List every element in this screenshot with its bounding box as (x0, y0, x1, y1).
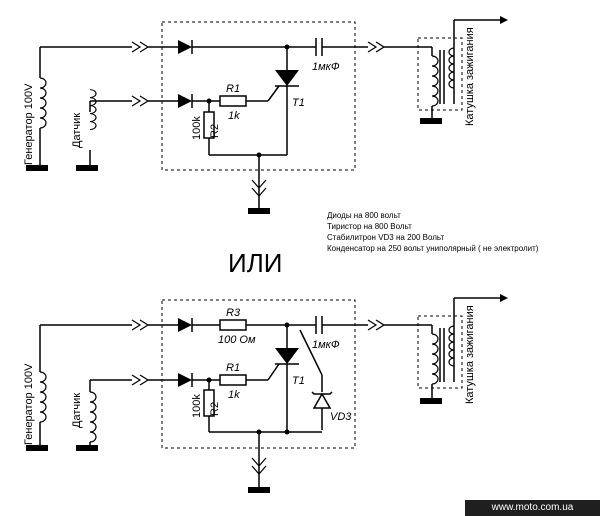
ground (248, 487, 270, 493)
connector-in-1 (131, 319, 150, 331)
r2-name: R2 (209, 124, 221, 138)
capacitor (315, 38, 368, 56)
resistor-r1 (219, 374, 247, 386)
r1-name: R1 (226, 83, 240, 95)
generator-coil (26, 46, 132, 171)
thyristor-label: T1 (292, 375, 305, 387)
generator-coil (26, 324, 132, 451)
r2-value: 100k (191, 116, 203, 140)
r1-value: 1k (228, 389, 240, 401)
connector-in-1 (131, 41, 150, 53)
connector-ground (251, 179, 267, 197)
connector-in-2 (131, 95, 150, 107)
circuit-bottom: Генератор 100V Датчик R3 100 Ом 1мкФ (23, 294, 508, 493)
sensor-label: Датчик (71, 113, 83, 148)
generator-label: Генератор 100V (23, 363, 35, 445)
diode-2 (178, 373, 192, 387)
coil-label: Катушка зажигания (464, 305, 476, 404)
ignition-coil (417, 294, 508, 404)
connector-out (367, 319, 386, 331)
r2-value: 100k (191, 394, 203, 418)
diode-2 (178, 94, 192, 108)
resistor-r3 (219, 319, 247, 331)
r3-name: R3 (226, 307, 241, 319)
module-box (161, 299, 356, 449)
note-capacitor: Конденсатор на 250 вольт униполярный ( н… (327, 244, 539, 253)
zener-label: VD3 (330, 411, 352, 423)
capacitor (315, 316, 368, 334)
sensor-label: Датчик (71, 393, 83, 428)
coil-label: Катушка зажигания (464, 27, 476, 126)
ignition-coil (417, 16, 508, 124)
generator-label: Генератор 100V (23, 83, 35, 165)
separator-or: ИЛИ (228, 248, 282, 278)
note-diodes: Диоды на 800 вольт (327, 211, 401, 220)
thyristor-t1 (267, 47, 299, 155)
component-notes: Диоды на 800 вольт Тиристор на 800 Вольт… (327, 211, 539, 253)
connector-out (367, 41, 386, 53)
capacitor-label: 1мкФ (312, 339, 340, 351)
thyristor-t1 (267, 325, 299, 432)
capacitor-label: 1мкФ (312, 61, 340, 73)
zener-vd3 (299, 329, 333, 430)
note-thyristor: Тиристор на 800 Вольт (327, 222, 412, 231)
r2-name: R2 (209, 402, 221, 416)
sensor-coil (76, 88, 132, 171)
resistor-r1 (219, 95, 247, 107)
diode-1 (178, 318, 192, 332)
module-box (161, 21, 356, 171)
ground (248, 208, 270, 214)
r1-name: R1 (226, 362, 240, 374)
note-zener: Стабилитрон VD3 на 200 Вольт (327, 233, 444, 242)
r3-value: 100 Ом (218, 334, 256, 346)
sensor-coil (76, 379, 132, 451)
diode-1 (178, 40, 192, 54)
connector-ground (251, 457, 267, 475)
thyristor-label: T1 (292, 97, 305, 109)
watermark: www.moto.com.ua (465, 500, 600, 516)
connector-in-2 (131, 374, 150, 386)
circuit-top: Генератор 100V Датчик 1мкФ (23, 16, 508, 214)
r1-value: 1k (228, 110, 240, 122)
